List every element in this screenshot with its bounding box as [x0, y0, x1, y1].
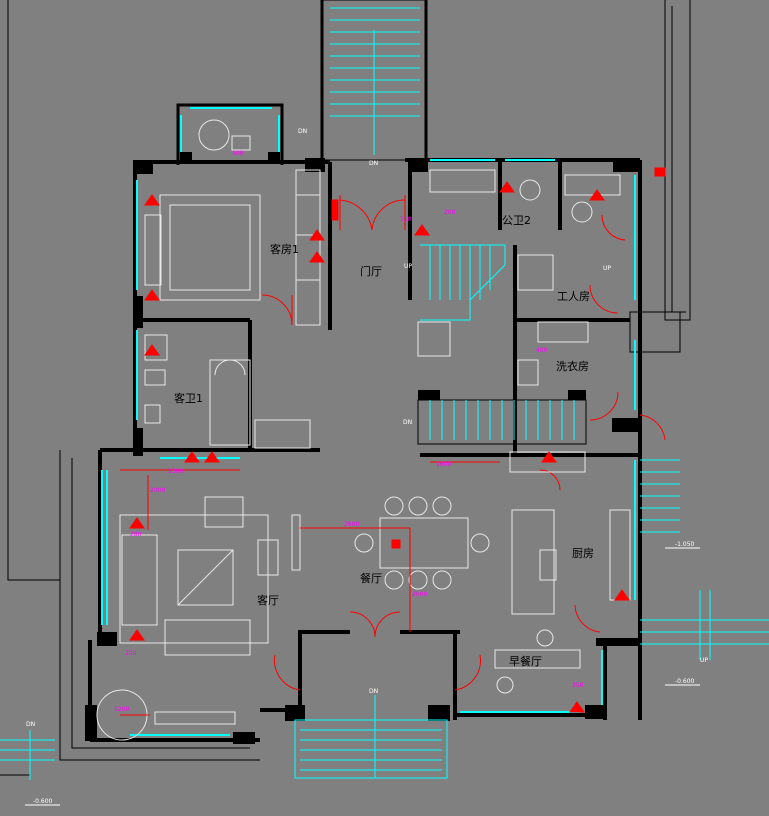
dimension-label: 300 — [232, 150, 244, 157]
stair-label-up-bath: UP — [603, 265, 611, 272]
room-label-dining-room: 餐厅 — [360, 571, 382, 585]
dimension-label: 2300 — [168, 468, 183, 475]
stair-label-dn-west: DN — [26, 721, 35, 728]
room-label-laundry: 洗衣房 — [556, 359, 589, 373]
room-label-guest-room-1: 客房1 — [270, 242, 299, 256]
stair-label-dn-north: DN — [298, 128, 307, 135]
room-label-foyer: 门厅 — [360, 264, 382, 278]
walls — [88, 158, 642, 742]
dimension-label: 400 — [536, 347, 548, 354]
level-marks: -1.050 -0.600 -0.600 — [25, 541, 700, 806]
dimension-label: 280 — [130, 531, 142, 538]
dimension-label: 200 — [444, 209, 456, 216]
dimension-label: 250 — [125, 650, 137, 657]
room-label-public-bath-2: 公卫2 — [502, 214, 531, 227]
doors — [261, 195, 666, 691]
room-label-maid-room: 工人房 — [557, 290, 590, 303]
dimension-label: 1600 — [436, 461, 451, 468]
dimension-label: 2600 — [344, 521, 359, 528]
dimension-label: 2000 — [150, 487, 165, 494]
central-stair — [417, 244, 587, 445]
room-labels: 客房1 门厅 公卫2 工人房 洗衣房 客卫1 客厅 餐厅 厨房 早餐厅 — [174, 214, 594, 668]
stair-markers: DN DN DN DN DN UP UP UP — [26, 128, 708, 728]
electrical — [120, 167, 666, 716]
level-mark-east: -1.050 — [675, 541, 695, 548]
room-label-living-room: 客厅 — [257, 593, 279, 607]
level-mark-southeast: -0.600 — [675, 678, 695, 685]
stair-label-dn-south: DN — [403, 419, 412, 426]
room-label-kitchen: 厨房 — [572, 547, 594, 560]
dimension-label: 110 — [400, 216, 412, 223]
west-stair — [0, 730, 55, 780]
stair-label-dn-porch: DN — [369, 688, 378, 695]
stair-label-up-east: UP — [700, 657, 708, 664]
room-label-breakfast-room: 早餐厅 — [509, 654, 542, 668]
dimension-labels: 2300 2600 2600 1600 1200 2000 280 300 25… — [114, 150, 584, 713]
dimension-label: 2600 — [412, 591, 427, 598]
level-mark-southwest: -0.600 — [33, 798, 53, 805]
stair-label-up-main: UP — [404, 263, 412, 270]
dimension-label: 350 — [572, 682, 584, 689]
stair-label-dn-entry: DN — [369, 160, 378, 167]
dimension-label: 1200 — [114, 706, 129, 713]
site-lines — [0, 0, 691, 776]
room-label-guest-bath-1: 客卫1 — [174, 391, 203, 405]
bay-window — [176, 103, 284, 165]
windows — [101, 159, 636, 736]
east-stair — [640, 459, 769, 660]
columns — [85, 152, 642, 744]
south-stair — [294, 695, 448, 779]
north-stair — [320, 0, 428, 161]
